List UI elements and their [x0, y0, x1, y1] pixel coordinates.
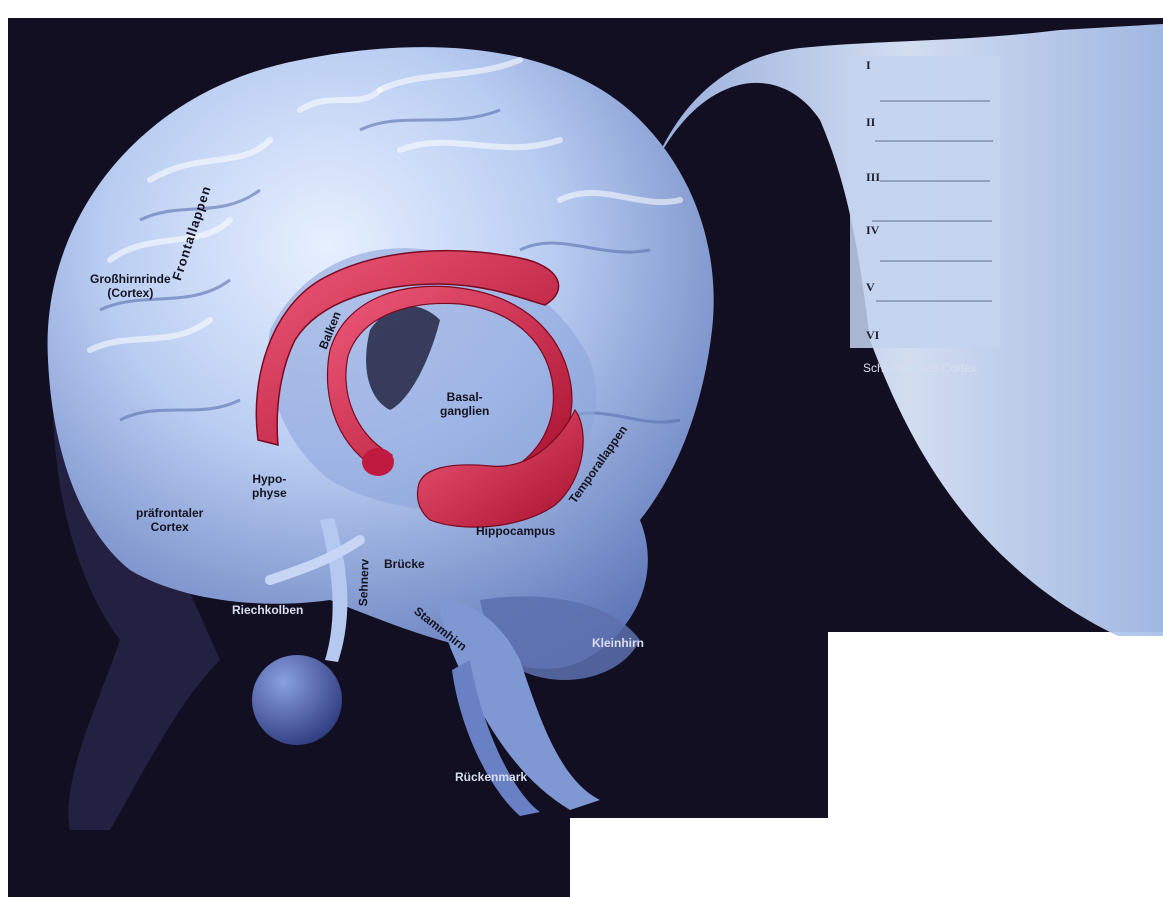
label-olfactory-bulb: Riechkolben [232, 603, 303, 617]
label-cortex-main-line2: (Cortex) [90, 286, 171, 300]
label-pituitary: Hypo- physe [252, 472, 287, 500]
label-prefrontal-line2: Cortex [136, 520, 203, 534]
cortex-layer-1: I [866, 58, 871, 73]
label-prefrontal: präfrontaler Cortex [136, 506, 203, 534]
cortex-layer-4: IV [866, 223, 879, 238]
cortex-layer-5: V [866, 280, 875, 295]
cortex-layer-3: III [866, 170, 880, 185]
label-spinal-cord: Rückenmark [455, 770, 527, 784]
label-pons: Brücke [384, 557, 425, 571]
label-prefrontal-line1: präfrontaler [136, 506, 203, 520]
olfactory-bulb-shape [252, 655, 342, 745]
amygdala [362, 448, 394, 476]
label-cerebellum: Kleinhirn [592, 636, 644, 650]
label-cortex-main-line1: Großhirnrinde [90, 272, 171, 286]
label-cortex-layers-caption: Schichten des Cortex [863, 361, 977, 375]
label-cortex-main: Großhirnrinde (Cortex) [90, 272, 171, 300]
label-hippocampus: Hippocampus [476, 524, 555, 538]
cortex-layer-6: VI [866, 328, 879, 343]
cortex-layer-2: II [866, 115, 875, 130]
label-basal-ganglia-line1: Basal- [440, 390, 489, 404]
label-pituitary-line2: physe [252, 486, 287, 500]
label-basal-ganglia-line2: ganglien [440, 404, 489, 418]
label-optic-nerve: Sehnerv [356, 559, 372, 607]
cortex-layer-section [850, 56, 1000, 348]
label-basal-ganglia: Basal- ganglien [440, 390, 489, 418]
label-pituitary-line1: Hypo- [252, 472, 287, 486]
